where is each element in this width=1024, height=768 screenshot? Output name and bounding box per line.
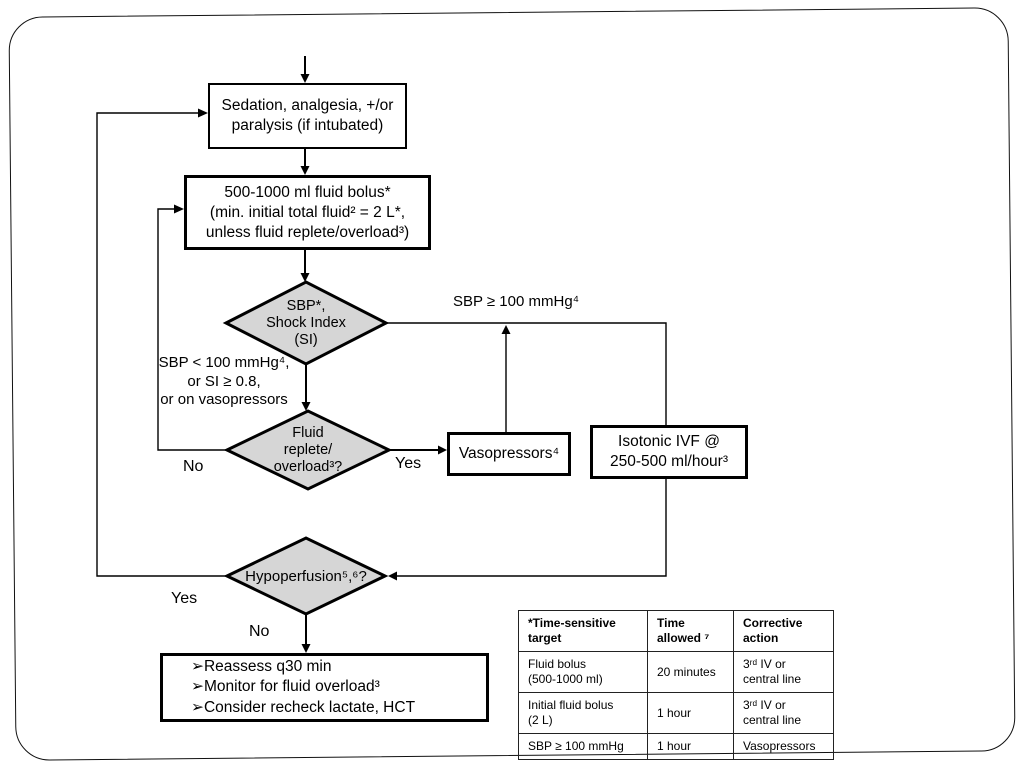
arrowhead-left-hypoperfusion [388, 571, 397, 581]
table-cell-target: SBP ≥ 100 mmHg [518, 733, 648, 760]
edge-label-hypoperfusion-yes: Yes [171, 590, 198, 607]
arrowhead-down-bolus [300, 166, 310, 175]
table-header-row: *Time-sensitive target Time allowed ⁷ Co… [518, 610, 834, 652]
line-no-loop-to-bolus [157, 208, 227, 451]
edge-label-fluid-replete-yes: Yes [395, 455, 422, 472]
arrowhead-right-bolus-loop [174, 204, 184, 214]
table-cell-action: 3ʳᵈ IV or central line [733, 692, 834, 734]
decision-hypoperfusion [223, 536, 389, 616]
box-isotonic-ivf: Isotonic IVF @ 250-500 ml/hour³ [590, 425, 748, 479]
box-vasopressors: Vasopressors⁴ [447, 432, 571, 476]
table-header-time-allowed: Time allowed ⁷ [647, 610, 734, 652]
edge-label-hypoperfusion-no: No [249, 623, 270, 640]
table-header-corrective-action: Corrective action [733, 610, 834, 652]
table-cell-target: Initial fluid bolus (2 L) [518, 692, 648, 734]
table-cell-time: 1 hour [647, 733, 734, 760]
line-yes-loop-to-sedation [96, 112, 227, 577]
table-row: Initial fluid bolus (2 L) 1 hour 3ʳᵈ IV … [518, 692, 834, 734]
table-cell-target: Fluid bolus (500-1000 ml) [518, 651, 648, 693]
edge-label-sbp-low: SBP < 100 mmHg⁴, or SI ≥ 0.8, or on vaso… [158, 354, 290, 408]
box-reassess: ➢Reassess q30 min ➢Monitor for fluid ove… [160, 653, 489, 722]
arrowhead-up-join [501, 325, 511, 334]
decision-sbp-shock-index [222, 280, 390, 366]
line-ivf-to-hypoperfusion [397, 473, 667, 577]
time-sensitive-table: *Time-sensitive target Time allowed ⁷ Co… [518, 610, 834, 760]
decision-sbp-shock-index-label: SBP*, Shock Index (SI) [266, 297, 346, 348]
arrowhead-down-sbp-diamond [300, 273, 310, 282]
arrowhead-right-sedation-loop [198, 108, 208, 118]
arrowhead-down-fluid-diamond [301, 402, 311, 411]
arrowhead-down-reassess [301, 644, 311, 653]
line-sbp-high-to-ivf [386, 322, 667, 425]
table-row: Fluid bolus (500-1000 ml) 20 minutes 3ʳᵈ… [518, 651, 834, 693]
edge-label-fluid-replete-no: No [183, 458, 204, 475]
table-cell-time: 20 minutes [647, 651, 734, 693]
table-cell-action: Vasopressors [733, 733, 834, 760]
decision-fluid-replete-label: Fluid replete/ overload³? [273, 424, 343, 475]
decision-fluid-replete [223, 409, 393, 491]
edge-label-sbp-high: SBP ≥ 100 mmHg⁴ [453, 293, 580, 310]
box-sedation: Sedation, analgesia, +/or paralysis (if … [208, 83, 407, 149]
table-cell-time: 1 hour [647, 692, 734, 734]
table-cell-action: 3ʳᵈ IV or central line [733, 651, 834, 693]
arrowhead-right-vasopressors [438, 445, 447, 455]
arrowhead-down-sedation [300, 74, 310, 83]
table-row: SBP ≥ 100 mmHg 1 hour Vasopressors [518, 733, 834, 760]
decision-hypoperfusion-label: Hypoperfusion⁵,⁶? [245, 567, 367, 585]
box-fluid-bolus: 500-1000 ml fluid bolus* (min. initial t… [184, 175, 431, 250]
table-header-target: *Time-sensitive target [518, 610, 648, 652]
